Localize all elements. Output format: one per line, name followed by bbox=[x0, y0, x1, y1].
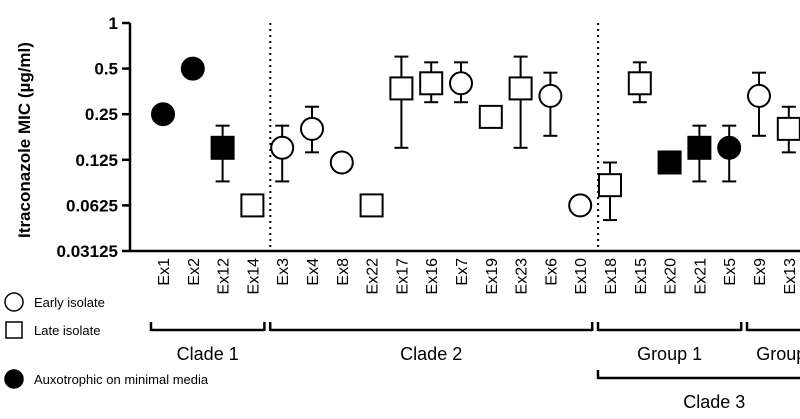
point-Ex17 bbox=[389, 76, 414, 101]
group-brackets: Clade 1 Clade 2 Group 1 Group 2 Clade 3 bbox=[149, 322, 800, 412]
point-Ex14 bbox=[240, 193, 265, 218]
point-Ex2 bbox=[180, 56, 205, 81]
y-tick-label: 0.5 bbox=[94, 60, 118, 79]
axes: 1 0.5 0.25 0.125 0.0625 0.03125 bbox=[57, 14, 800, 261]
point-Ex5 bbox=[717, 135, 742, 160]
group-label-Group 2: Group 2 bbox=[756, 344, 800, 364]
category-label-Ex10: Ex10 bbox=[573, 258, 590, 295]
group-label-Clade 3: Clade 3 bbox=[683, 392, 745, 412]
y-tick-label: 1 bbox=[109, 14, 118, 33]
category-label-Ex8: Ex8 bbox=[335, 258, 352, 286]
point-Ex15 bbox=[627, 71, 652, 96]
category-label-Ex12: Ex12 bbox=[216, 258, 233, 295]
point-Ex16 bbox=[419, 71, 444, 96]
category-label-Ex14: Ex14 bbox=[245, 258, 262, 295]
point-Ex21 bbox=[687, 135, 712, 160]
category-label-Ex1: Ex1 bbox=[156, 258, 173, 286]
category-label-Ex23: Ex23 bbox=[514, 258, 531, 295]
data-markers bbox=[151, 56, 800, 218]
point-Ex1 bbox=[151, 102, 175, 127]
category-label-Ex21: Ex21 bbox=[692, 258, 709, 295]
category-label-Ex13: Ex13 bbox=[782, 258, 799, 295]
category-label-Ex7: Ex7 bbox=[454, 258, 471, 286]
point-Ex22 bbox=[359, 193, 384, 218]
y-tick-label: 0.125 bbox=[75, 151, 118, 170]
category-label-Ex6: Ex6 bbox=[543, 258, 560, 286]
category-label-Ex15: Ex15 bbox=[633, 258, 650, 295]
category-label-Ex19: Ex19 bbox=[484, 258, 501, 295]
category-label-Ex18: Ex18 bbox=[603, 258, 620, 295]
category-label-Ex3: Ex3 bbox=[275, 258, 292, 286]
point-Ex18 bbox=[598, 173, 622, 198]
point-Ex9 bbox=[747, 83, 771, 108]
category-label-Ex4: Ex4 bbox=[305, 258, 322, 286]
category-label-Ex17: Ex17 bbox=[394, 258, 411, 295]
point-Ex10 bbox=[568, 193, 593, 218]
clade-separators bbox=[269, 23, 600, 251]
point-Ex4 bbox=[300, 116, 324, 141]
point-Ex19 bbox=[478, 104, 503, 129]
legend-label-2: Auxotrophic on minimal media bbox=[34, 372, 209, 387]
legend-label-0: Early isolate bbox=[34, 295, 105, 310]
legend-marker-2 bbox=[4, 369, 24, 389]
point-Ex13 bbox=[776, 116, 800, 141]
point-Ex6 bbox=[538, 83, 563, 108]
y-tick-label: 0.25 bbox=[85, 105, 118, 124]
group-label-Clade 1: Clade 1 bbox=[177, 344, 239, 364]
category-label-Ex20: Ex20 bbox=[663, 258, 680, 295]
category-labels: Ex1 Ex2 Ex12 Ex14 Ex3 Ex4 Ex8 Ex22 Ex17 Ex16 Ex7 Ex… bbox=[156, 258, 799, 295]
point-Ex3 bbox=[270, 135, 295, 160]
group-label-Group 1: Group 1 bbox=[637, 344, 702, 364]
y-tick-label: 0.03125 bbox=[57, 242, 118, 261]
legend-label-1: Late isolate bbox=[34, 323, 101, 338]
point-Ex23 bbox=[508, 76, 533, 101]
legend-marker-0 bbox=[4, 292, 24, 312]
point-Ex8 bbox=[329, 150, 354, 175]
y-axis-label: Itraconazole MIC (µg/ml) bbox=[15, 42, 34, 238]
category-label-Ex16: Ex16 bbox=[424, 258, 441, 295]
category-label-Ex2: Ex2 bbox=[186, 258, 203, 286]
legend-marker-1 bbox=[5, 321, 23, 339]
category-label-Ex5: Ex5 bbox=[722, 258, 739, 286]
category-label-Ex22: Ex22 bbox=[365, 258, 382, 295]
point-Ex12 bbox=[210, 135, 235, 160]
group-label-Clade 2: Clade 2 bbox=[400, 344, 462, 364]
error-bars bbox=[215, 55, 796, 222]
point-Ex20 bbox=[657, 150, 682, 175]
y-tick-label: 0.0625 bbox=[66, 196, 118, 215]
point-Ex7 bbox=[449, 71, 473, 96]
category-label-Ex9: Ex9 bbox=[752, 258, 769, 286]
